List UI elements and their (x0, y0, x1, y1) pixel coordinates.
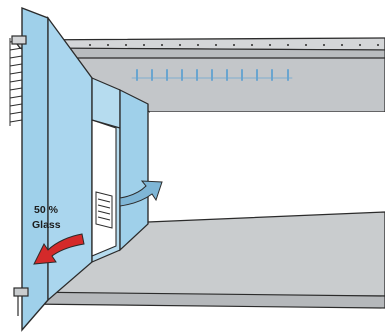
spandrel-panel (92, 120, 116, 256)
exterior-louvres (10, 38, 22, 126)
window-bay-side-glass (120, 90, 148, 250)
glass-label-text: Glass (32, 219, 61, 231)
glass-facade-left (22, 8, 48, 330)
glass-percentage-label: 50 % (34, 204, 59, 216)
ceiling-bracket (12, 36, 26, 44)
far-wall (150, 112, 385, 220)
wall-vent-grille-icon (96, 192, 112, 228)
